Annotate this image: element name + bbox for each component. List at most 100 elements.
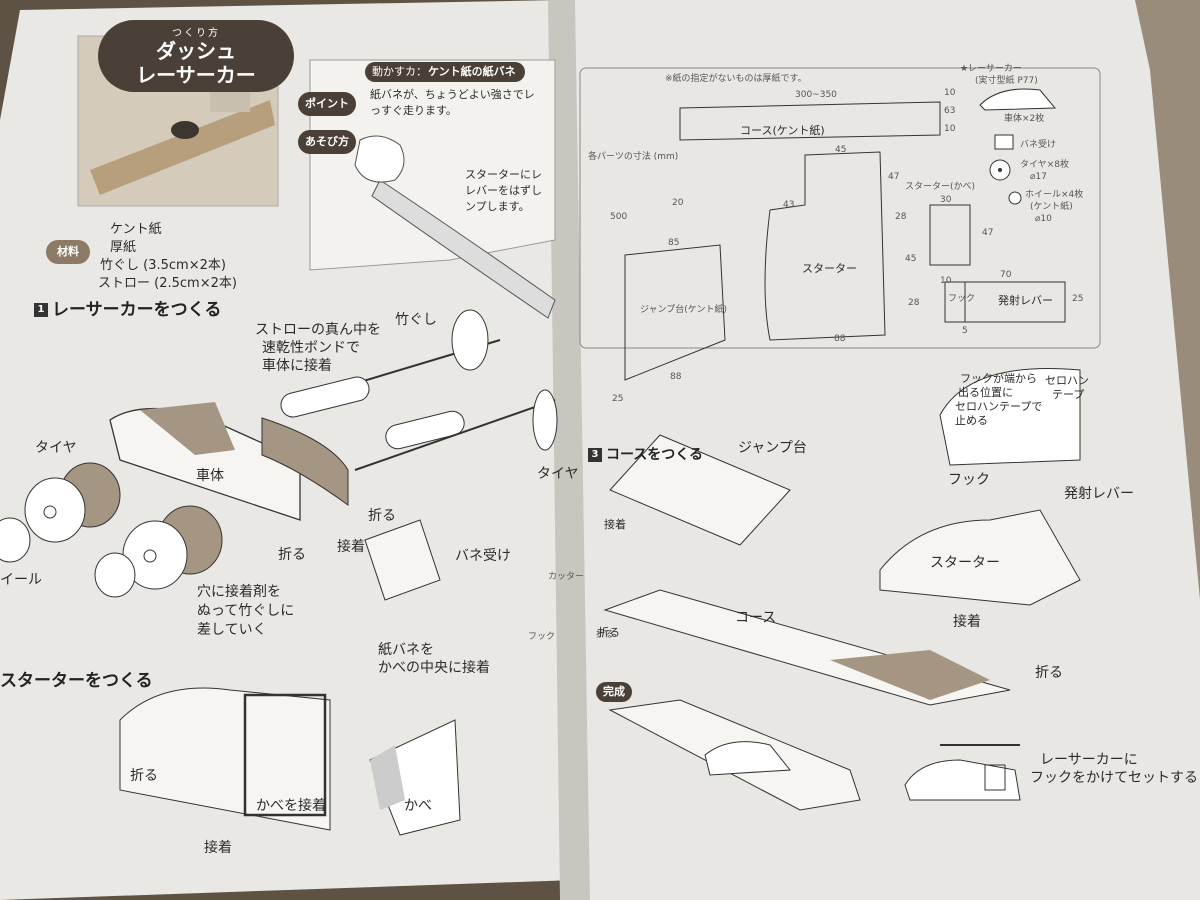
wall-dim-w: 30 [940, 195, 952, 205]
note-top: ※紙の指定がないものは厚紙です。 [665, 74, 807, 84]
wheel-part-sub: (ケント紙) [1030, 202, 1073, 212]
materials-badge: 材料 [46, 240, 90, 264]
starter-dim-r1: 47 [888, 172, 900, 182]
glue-label: 接着 [337, 539, 365, 555]
hook-label: フック [948, 472, 990, 488]
play-text-3: ンプします。 [465, 200, 530, 213]
starter-assembly-label: スターター [930, 555, 1000, 571]
how-it-moves-value: ケント紙の紙バネ [428, 65, 516, 78]
title-line-2: レーサーカー [136, 63, 256, 87]
lever-dim-hook-w: 5 [962, 326, 968, 336]
material-3: 竹ぐし (3.5cm×2本) [100, 258, 226, 273]
section-1-number: 1 [34, 303, 48, 317]
play-badge: あそび方 [298, 130, 356, 154]
course-h3: 10 [944, 124, 956, 134]
section-3-title: コースをつくる [606, 447, 704, 463]
play-text-1: スターターにレ [465, 168, 542, 181]
course-part-label: コース(ケント紙) [740, 124, 825, 137]
takegushi-label: 竹ぐし [395, 312, 437, 328]
wall-glue-label: かべを接着 [256, 798, 326, 814]
spring-note-1: 紙バネを [378, 642, 434, 658]
jump-part-label: ジャンプ台(ケント紙) [640, 305, 728, 315]
tire-part: タイヤ×8枚 [1020, 160, 1069, 170]
lever-label: 発射レバー [998, 294, 1053, 307]
callout-3: セロハンテープで [955, 400, 1043, 413]
jump-dim-bottom: 88 [670, 372, 682, 382]
starter-dim-top: 45 [835, 145, 847, 155]
hook-small-left: フック [528, 632, 556, 642]
lever-dim-w: 70 [1000, 270, 1012, 280]
course-label: コース [735, 610, 777, 626]
body-label: 車体 [196, 468, 224, 484]
section-1-title: レーサーカーをつくる [52, 300, 222, 320]
material-2: 厚紙 [110, 240, 137, 255]
material-4: ストロー (2.5cm×2本) [98, 276, 237, 291]
hole-note-1: 穴に接着剤を [197, 584, 281, 600]
title-kicker: つくり方 [172, 28, 220, 39]
jump-dim-side: 20 [672, 198, 684, 208]
fold-label-1: 折る [368, 508, 396, 524]
fold-label-2: 折る [278, 547, 306, 563]
jump-dim-top: 85 [668, 238, 680, 248]
tire-size: ⌀17 [1030, 172, 1047, 182]
callout-1: フックが端から [960, 372, 1037, 385]
course-fold-left-label: 折る [598, 626, 620, 639]
jump-dim-side2: 500 [610, 212, 628, 222]
wheel-label: イール [0, 572, 42, 588]
section-3-heading: 3 コースをつくる [588, 444, 703, 464]
callout-2: 出る位置に [958, 386, 1013, 399]
lever-dim-hook: 10 [940, 276, 952, 286]
starter-part-label: スターター [802, 262, 857, 275]
course-len: 300~350 [795, 90, 837, 100]
section-1-heading: 1 レーサーカーをつくる [34, 295, 221, 320]
racer-sub: (実寸型紙 P77) [975, 76, 1038, 86]
title-badge: つくり方 ダッシュ レーサーカー [98, 20, 294, 92]
course-glue-label: 接着 [953, 614, 981, 630]
wheel-size: ⌀10 [1035, 214, 1052, 224]
hole-note-2: ぬって竹ぐしに [197, 603, 295, 619]
title-line-1: ダッシュ [156, 39, 236, 63]
wall-label: かべ [404, 798, 432, 814]
starter-wall-label: スターター(かべ) [905, 182, 976, 192]
parts-heading: 各パーツの寸法 (mm) [588, 152, 679, 162]
lever-hook-small: フック [948, 294, 976, 304]
cellotape-label-2: テープ [1052, 388, 1085, 401]
tire-left [24, 462, 121, 543]
wheel-part: ホイール×4枚 [1025, 190, 1084, 200]
lever-dim-h: 25 [1072, 294, 1084, 304]
section-3-number: 3 [588, 448, 602, 462]
tire-label-right: タイヤ [537, 466, 579, 482]
point-text-2: っすぐ走ります。 [370, 104, 457, 117]
point-badge: ポイント [298, 92, 356, 116]
starter-dim-bottom: 88 [834, 334, 846, 344]
starter-glue-label: 接着 [204, 840, 232, 856]
cellotape-label: セロハン [1045, 374, 1089, 387]
complete-badge: 完成 [596, 682, 632, 702]
fold-small-left: 折る [596, 630, 615, 640]
straw-note-3: 車体に接着 [262, 358, 332, 374]
callout-4: 止める [955, 414, 988, 427]
car-body-part: 車体×2枚 [1004, 114, 1045, 124]
starter-dim-left: 43 [783, 200, 795, 210]
section-2-title: スターターをつくる [0, 671, 153, 691]
spring-seat-part: バネ受け [1020, 140, 1057, 150]
hole-note-3: 差していく [197, 622, 267, 638]
tire-label: タイヤ [35, 440, 77, 456]
point-text-1: 紙バネが、ちょうどよい強さでレ [370, 88, 535, 101]
spring-seat-label: バネ受け [455, 548, 511, 564]
material-1: ケント紙 [110, 222, 162, 237]
starter-dim-r4: 28 [908, 298, 920, 308]
final-note-1: レーサーカーに [1040, 752, 1138, 768]
jump-dim-left: 25 [612, 394, 624, 404]
starter-fold-label: 折る [130, 768, 158, 784]
final-note-2: フックをかけてセットする [1030, 770, 1198, 786]
play-text-2: レバーをはずし [465, 184, 542, 197]
starter-dim-r3: 45 [905, 254, 917, 264]
course-h1: 10 [944, 88, 956, 98]
wall-dim-h: 47 [982, 228, 994, 238]
cutter-note: カッター [548, 572, 585, 582]
starter-dim-r2: 28 [895, 212, 907, 222]
spring-note-2: かべの中央に接着 [378, 660, 490, 676]
